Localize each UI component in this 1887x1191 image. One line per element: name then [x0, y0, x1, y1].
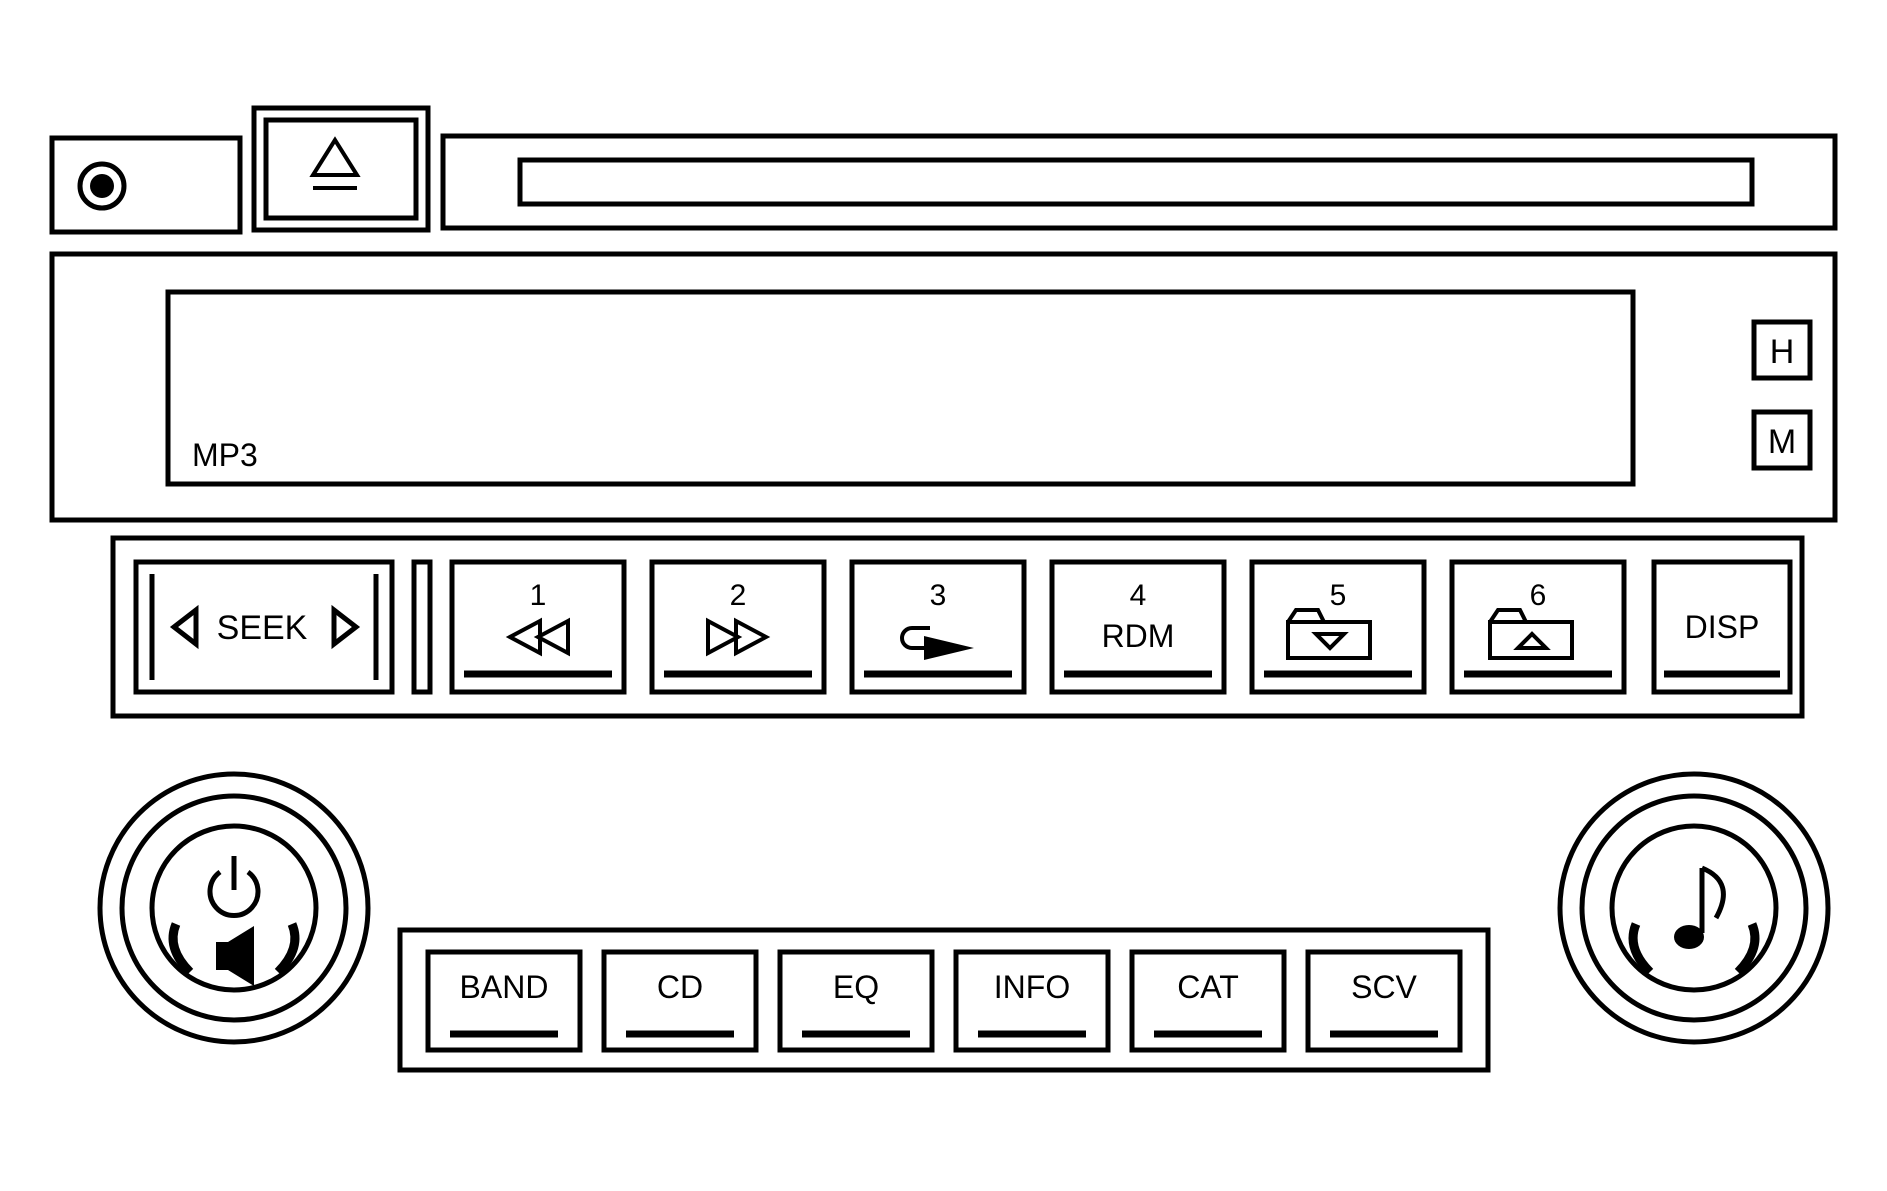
- svg-text:RDM: RDM: [1102, 618, 1175, 654]
- cd-slot-panel: [440, 133, 1838, 231]
- svg-text:INFO: INFO: [994, 969, 1070, 1005]
- volume-right-arc: [274, 922, 300, 976]
- preset-1-button[interactable]: 1: [449, 559, 627, 695]
- folder-up-icon: [1488, 608, 1574, 660]
- display-screen: [165, 289, 1636, 487]
- svg-text:CAT: CAT: [1177, 969, 1239, 1005]
- preset-button-row: [110, 535, 1805, 719]
- preset-2-button[interactable]: 2: [649, 559, 827, 695]
- eject-button[interactable]: [251, 105, 431, 233]
- svg-text:3: 3: [930, 579, 947, 612]
- info-button[interactable]: INFO: [953, 949, 1111, 1053]
- cd-button[interactable]: CD: [601, 949, 759, 1053]
- svg-text:CD: CD: [657, 969, 703, 1005]
- svg-text:6: 6: [1530, 579, 1547, 612]
- svg-text:4: 4: [1130, 579, 1147, 612]
- volume-left-arc: [168, 922, 194, 976]
- svg-text:EQ: EQ: [833, 969, 879, 1005]
- aux-jack-panel: [49, 135, 243, 235]
- power-volume-knob[interactable]: [97, 771, 371, 1045]
- cd-slot: [517, 157, 1755, 207]
- tone-right-arc: [1734, 922, 1760, 976]
- svg-text:M: M: [1768, 423, 1796, 461]
- svg-text:1: 1: [530, 579, 547, 612]
- svg-text:H: H: [1770, 333, 1795, 371]
- svg-text:SCV: SCV: [1351, 969, 1417, 1005]
- speaker-icon: [216, 926, 254, 986]
- repeat-play-icon: [900, 626, 974, 660]
- svg-text:2: 2: [730, 579, 747, 612]
- tone-knob[interactable]: [1557, 771, 1831, 1045]
- band-button[interactable]: BAND: [425, 949, 583, 1053]
- power-icon: [207, 856, 261, 918]
- preset-4-button[interactable]: 4 RDM: [1049, 559, 1227, 695]
- h-indicator-button[interactable]: H: [1751, 319, 1813, 381]
- music-note-icon: [1674, 865, 1726, 949]
- seek-left-icon: [169, 604, 199, 650]
- svg-text:DISP: DISP: [1685, 609, 1760, 645]
- eq-button[interactable]: EQ: [777, 949, 935, 1053]
- seek-right-icon: [331, 604, 361, 650]
- seek-button[interactable]: SEEK: [133, 559, 395, 695]
- preset-3-button[interactable]: 3: [849, 559, 1027, 695]
- svg-text:SEEK: SEEK: [217, 609, 308, 647]
- bottom-button-row: [397, 927, 1491, 1073]
- eject-icon: [309, 136, 361, 190]
- disp-button[interactable]: DISP: [1651, 559, 1793, 695]
- scv-button[interactable]: SCV: [1305, 949, 1463, 1053]
- rewind-icon: [505, 617, 570, 657]
- preset-6-button[interactable]: 6: [1449, 559, 1627, 695]
- display-mode-label: MP3: [192, 437, 258, 473]
- cat-button[interactable]: CAT: [1129, 949, 1287, 1053]
- divider: [411, 559, 433, 695]
- tone-left-arc: [1628, 922, 1654, 976]
- svg-text:BAND: BAND: [460, 969, 549, 1005]
- fast-forward-icon: [706, 617, 771, 657]
- folder-down-icon: [1286, 608, 1372, 660]
- aux-input-jack[interactable]: [77, 161, 127, 211]
- svg-text:5: 5: [1330, 579, 1347, 612]
- m-indicator-button[interactable]: M: [1751, 409, 1813, 471]
- display-panel: MP3: [49, 251, 1838, 523]
- preset-5-button[interactable]: 5: [1249, 559, 1427, 695]
